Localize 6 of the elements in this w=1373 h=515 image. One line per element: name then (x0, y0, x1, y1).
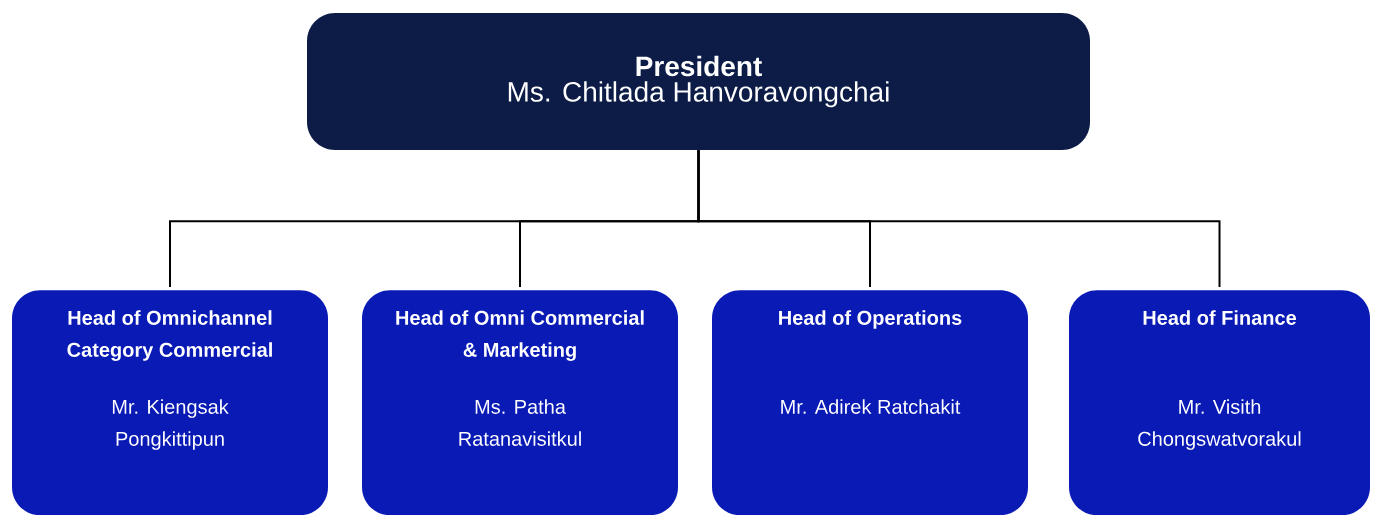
connector-line (697, 149, 1221, 288)
org-box: Head of Omni Commercial & Marketing Ms. Patha Ratanavisitkul (362, 290, 678, 515)
org-box: Head of Finance Mr. Visith Chongswatvorakul (1069, 290, 1370, 515)
org-box: Head of Omnichannel Category Commercial Mr. Kiengsak Pongkittipun (12, 290, 328, 515)
org-box: President Ms. Chitlada Hanvoravongchai (307, 13, 1090, 150)
org-box: Head of Operations Mr. Adirek Ratchakit (712, 290, 1028, 515)
